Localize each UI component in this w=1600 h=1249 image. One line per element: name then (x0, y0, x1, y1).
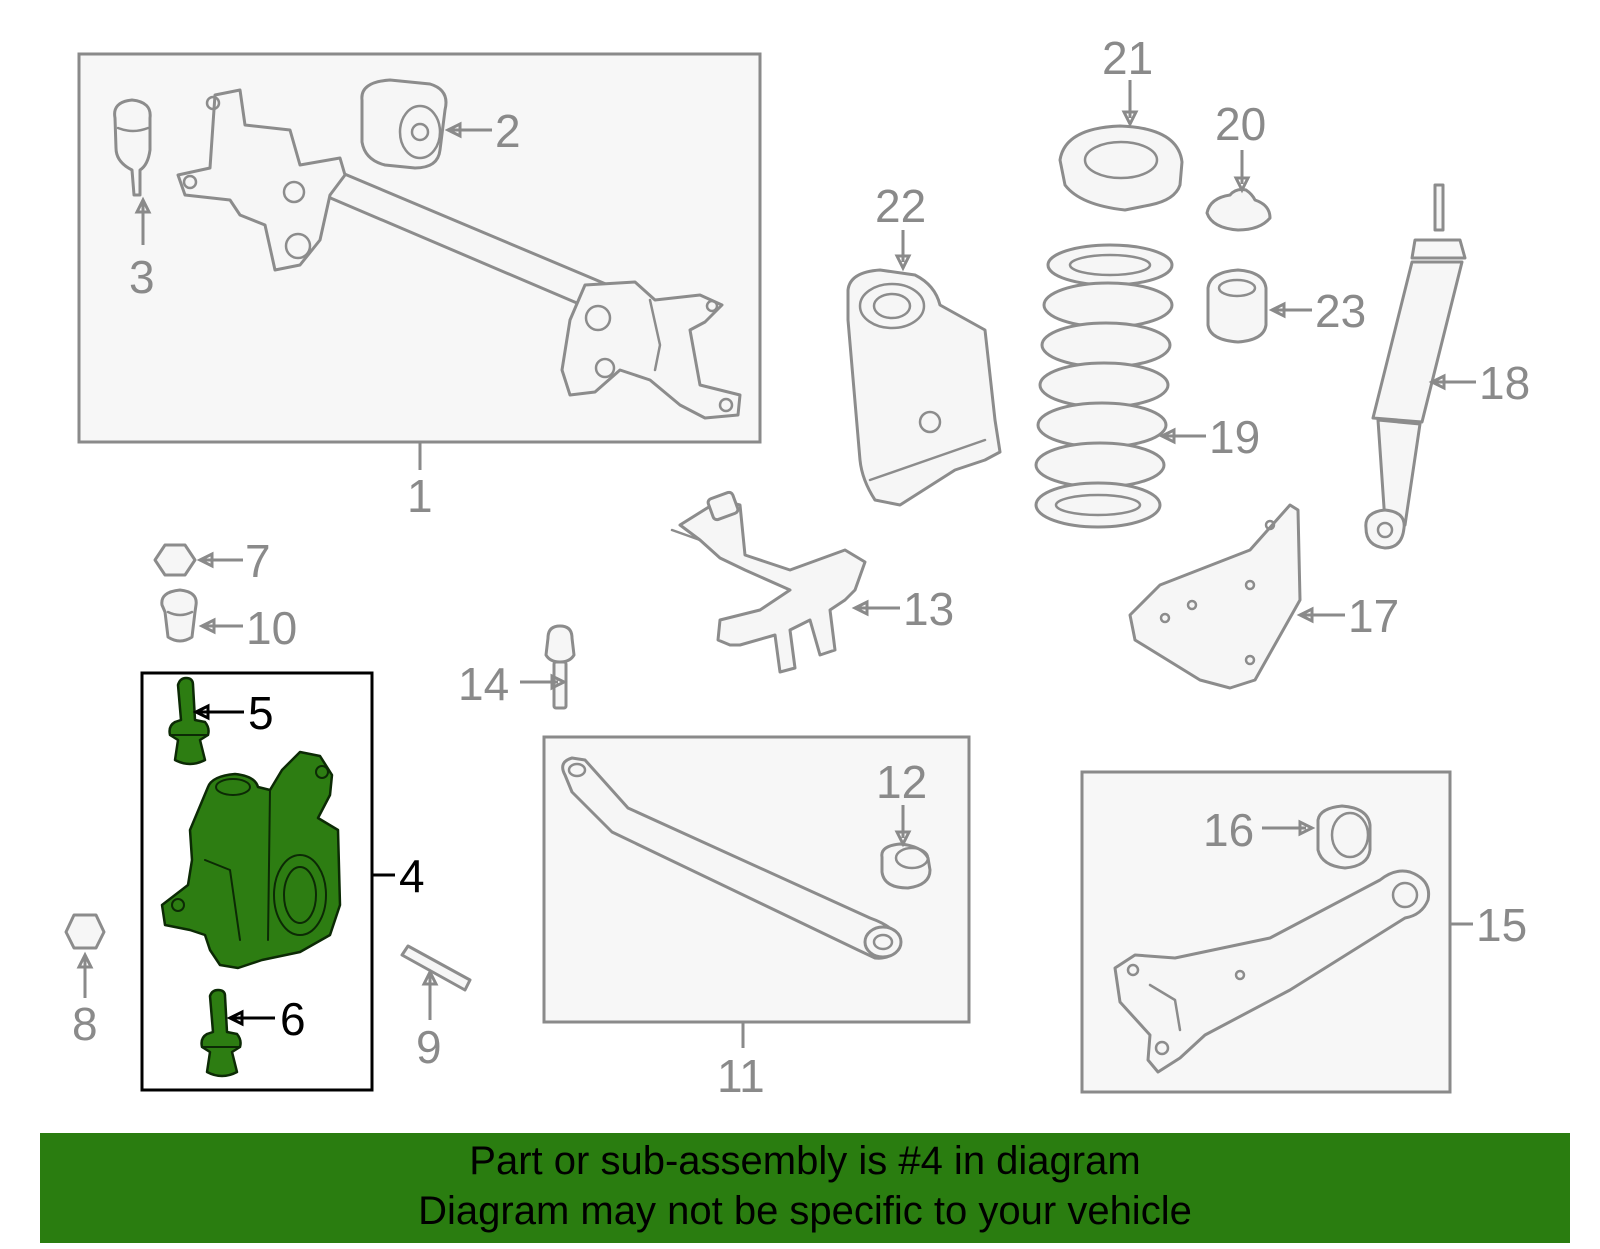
callout-6: 6 (280, 993, 306, 1045)
leader-lines-highlighted (192, 703, 395, 1027)
callout-4: 4 (399, 850, 425, 902)
callout-7: 7 (245, 535, 271, 587)
callout-21: 21 (1102, 32, 1153, 84)
part-8-nut[interactable] (64, 913, 106, 950)
part-17-plate-bracket[interactable] (1128, 503, 1302, 690)
callout-10: 10 (246, 602, 297, 654)
callout-8: 8 (72, 998, 98, 1050)
part-7-nut[interactable] (153, 543, 197, 577)
info-banner: Part or sub-assembly is #4 in diagram Di… (40, 1133, 1570, 1243)
part-2-bushing[interactable] (360, 78, 448, 170)
part-23-jounce-bumper[interactable] (1206, 268, 1268, 344)
callout-5: 5 (248, 687, 274, 739)
callout-16: 16 (1203, 804, 1254, 856)
callout-1: 1 (407, 470, 433, 522)
part-13-track-bar-bracket[interactable] (670, 490, 867, 674)
callout-11: 11 (717, 1050, 765, 1102)
callout-22: 22 (875, 180, 926, 232)
part-9-pin[interactable] (400, 944, 472, 992)
banner-line-2: Diagram may not be specific to your vehi… (418, 1189, 1192, 1233)
parts-diagram: 1 2 3 4 5 6 7 8 9 10 11 12 13 14 15 16 1… (64, 32, 1530, 1102)
part-14-bolt[interactable] (544, 624, 576, 710)
callout-3: 3 (129, 251, 155, 303)
callout-15: 15 (1476, 899, 1527, 951)
callout-numbers: 1 2 3 4 5 6 7 8 9 10 11 12 13 14 15 16 1… (72, 32, 1530, 1102)
part-12-bushing[interactable] (880, 842, 932, 890)
callout-9: 9 (416, 1021, 442, 1073)
callout-17: 17 (1348, 590, 1399, 642)
part-18-shock-absorber[interactable] (1364, 183, 1467, 550)
group-control-arm[interactable] (1080, 770, 1452, 1094)
callout-14: 14 (458, 658, 509, 710)
part-19-coil-spring[interactable] (1034, 243, 1174, 529)
part-21-spring-isolator[interactable] (1058, 124, 1184, 212)
part-10-flange-nut[interactable] (160, 588, 198, 643)
part-22-spring-bracket[interactable] (846, 268, 1002, 507)
part-16-bushing[interactable] (1316, 804, 1372, 870)
part-3-ball-joint[interactable] (113, 98, 152, 197)
part-20-jounce-cap[interactable] (1205, 188, 1272, 232)
leader-lines (76, 80, 1476, 1048)
part-5-upper-ball-joint[interactable] (168, 676, 210, 766)
callout-19: 19 (1209, 411, 1260, 463)
part-4-steering-knuckle[interactable] (160, 750, 342, 970)
callout-20: 20 (1215, 98, 1266, 150)
banner-line-1: Part or sub-assembly is #4 in diagram (469, 1139, 1141, 1183)
callout-18: 18 (1479, 357, 1530, 409)
callout-2: 2 (495, 105, 521, 157)
part-6-lower-ball-joint[interactable] (200, 988, 242, 1078)
callout-12: 12 (876, 756, 927, 808)
callout-13: 13 (903, 583, 954, 635)
callout-23: 23 (1315, 285, 1366, 337)
